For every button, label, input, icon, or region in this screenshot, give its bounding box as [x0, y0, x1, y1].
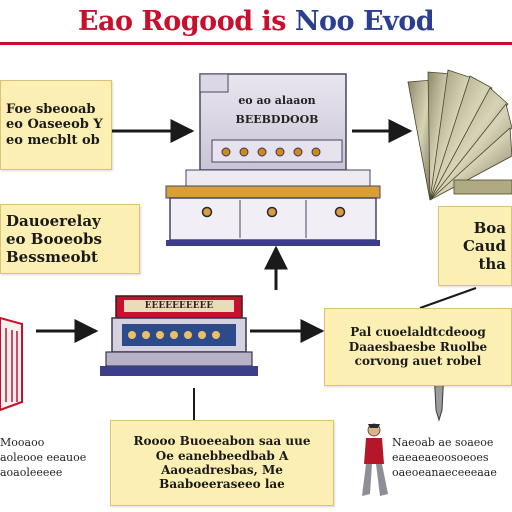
printer-label: eo ao alaaon BEEBDDOOB: [214, 94, 340, 128]
text-bottom-left: Mooaoo aoleooe eeauoe aoaoleeeee: [0, 436, 87, 479]
printer-label-line1: eo ao alaaon: [238, 94, 316, 107]
note-center-right: Pal cuoelaldtcdeoog Daaesbaesbe Ruolbe c…: [324, 308, 512, 386]
connector-line: [419, 287, 477, 309]
machine-label: EEEEEEEEEE: [144, 301, 214, 311]
machine-icon: [100, 295, 258, 376]
note-bottom-center: Roooo Buoeeabon saa uue Oe eanebbeedbab …: [110, 420, 334, 506]
note-right-mid: Boa Caud tha: [438, 206, 512, 286]
money-stack-icon: [407, 69, 512, 201]
title-part-b: Noo Evod: [294, 5, 435, 37]
text-bottom-right: Naeoab ae soaeoe eaeaeaeoosoeoes oaeoean…: [392, 436, 497, 479]
note-top-left: Foe sbeooab eo Oaseeob Y eo mecblt ob: [0, 80, 112, 170]
note-mid-left: Dauoerelay eo Booeobs Bessmeobt: [0, 204, 140, 274]
book-icon: [0, 316, 23, 412]
title-part-a: Eao Rogood is: [77, 5, 287, 37]
printing-press-icon: [165, 73, 381, 246]
printer-label-line2: BEEBDDOOB: [235, 112, 319, 126]
page-title: Eao Rogood is Noo Evod: [77, 5, 435, 37]
title-bar: Eao Rogood is Noo Evod: [0, 0, 512, 45]
flow-arrows: [36, 119, 477, 420]
person-icon: [362, 423, 388, 496]
